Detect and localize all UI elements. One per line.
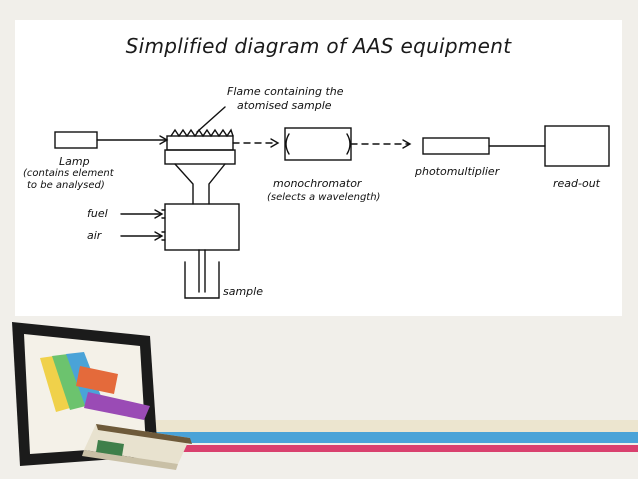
fuel-label: fuel xyxy=(87,207,108,220)
diagram-panel: Simplified diagram of AAS equipment xyxy=(15,20,622,316)
monochromator-desc: (selects a wavelength) xyxy=(267,192,381,203)
lamp-label: Lamp xyxy=(59,155,90,168)
tablet-with-books-icon xyxy=(12,322,192,470)
air-label: air xyxy=(87,229,102,242)
photomultiplier-box xyxy=(422,137,490,155)
lamp-desc-line1: (contains element xyxy=(23,168,114,179)
lamp-desc-line2: to be analysed) xyxy=(27,180,105,191)
flame-zone xyxy=(166,135,234,151)
monochromator-box xyxy=(284,127,352,161)
lamp-box xyxy=(54,131,98,149)
stripe-blue xyxy=(150,432,638,443)
mono-lens-left xyxy=(285,133,290,155)
sample-label: sample xyxy=(223,285,263,298)
monochromator-label: monochromator xyxy=(273,177,362,190)
mono-lens-right xyxy=(346,133,351,155)
flame-icon xyxy=(170,128,234,138)
readout-box xyxy=(544,125,610,167)
photomultiplier-label: photomultiplier xyxy=(415,165,500,178)
stripe-cream xyxy=(150,420,638,434)
flame-pointer xyxy=(196,106,226,133)
diagram-title: Simplified diagram of AAS equipment xyxy=(125,34,512,58)
flame-label-line1: Flame containing the xyxy=(227,85,344,98)
flame-label-line2: atomised sample xyxy=(237,99,332,112)
footer-decoration xyxy=(12,322,638,470)
readout-label: read-out xyxy=(553,177,600,190)
burner-head xyxy=(164,149,236,165)
burner-funnel xyxy=(174,163,226,205)
sample-beaker xyxy=(184,261,220,299)
stripe-pink xyxy=(150,445,638,452)
aas-schematic xyxy=(54,106,610,299)
mixing-chamber xyxy=(164,203,240,251)
